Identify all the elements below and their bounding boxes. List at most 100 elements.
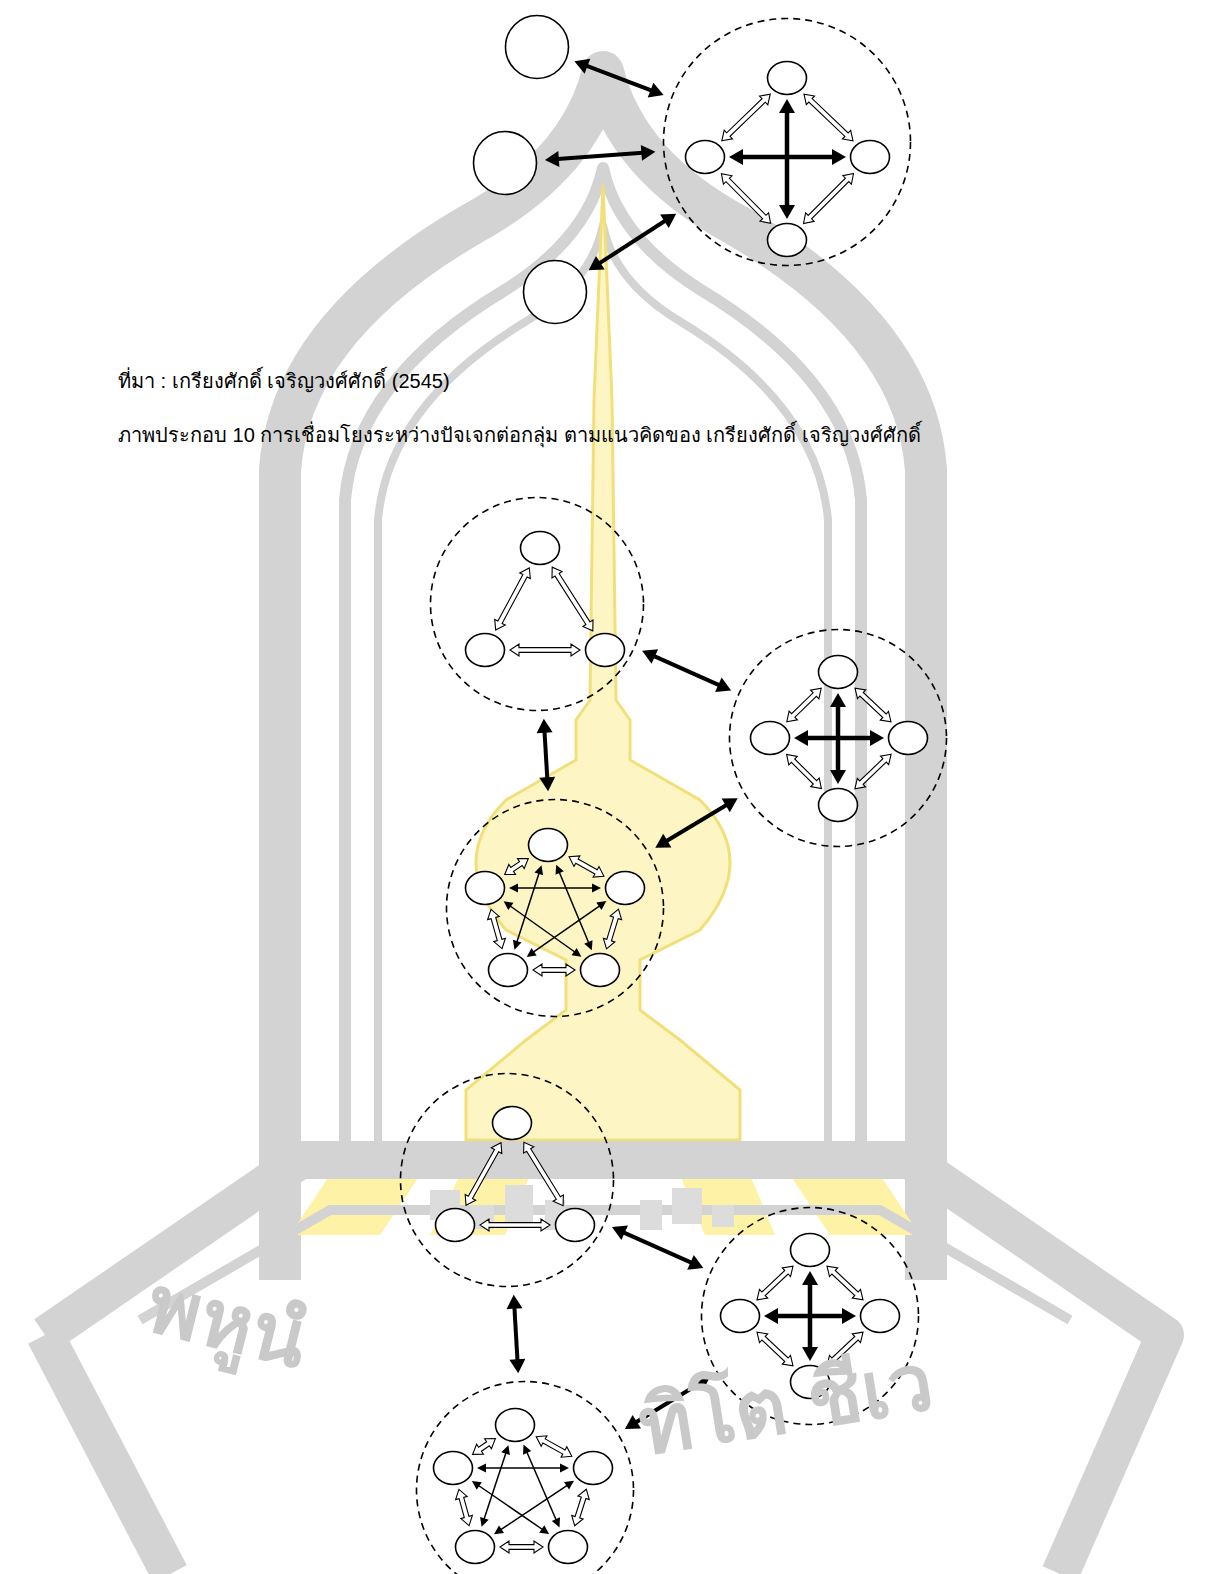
circle-outline <box>454 1529 496 1565</box>
person-circle <box>584 632 626 668</box>
person-circle <box>522 259 588 325</box>
person-shape <box>851 141 890 174</box>
person-circle <box>817 787 859 823</box>
circle-outline <box>547 1529 589 1565</box>
group-boundary <box>431 498 644 711</box>
link-arrow <box>655 798 737 848</box>
circle-outline <box>432 1450 474 1486</box>
person-circle <box>766 60 808 96</box>
person-shape <box>524 261 587 324</box>
person-circle <box>789 1232 831 1268</box>
circle-outline <box>554 1207 596 1243</box>
link-arrow <box>477 1464 569 1473</box>
link-arrow <box>574 59 663 98</box>
circle-outline <box>519 530 561 566</box>
hollow-arrow <box>787 754 822 788</box>
link-arrow <box>523 1445 560 1528</box>
person-shape <box>506 16 569 79</box>
person-circle <box>491 1105 533 1141</box>
person-circle <box>487 952 529 988</box>
circle-outline <box>817 787 859 823</box>
link-arrow <box>612 1226 703 1270</box>
group-circle <box>399 1072 615 1288</box>
link-arrow <box>494 1481 574 1535</box>
circle-outline <box>766 60 808 96</box>
person-shape <box>791 1234 830 1267</box>
person-circle <box>817 654 859 690</box>
person-shape <box>686 141 725 174</box>
circle-outline <box>766 222 808 258</box>
link-arrow <box>764 1308 856 1324</box>
hollow-arrow <box>855 688 891 722</box>
person-circle <box>464 870 506 906</box>
person-circle <box>572 1450 614 1486</box>
circle-outline <box>464 870 506 906</box>
hollow-arrow <box>524 1142 564 1205</box>
hollow-arrow <box>480 1219 550 1231</box>
group-boundary <box>447 800 664 1017</box>
source-note: ที่มา : เกรียงศักดิ์ เจริญวงศ์ศักดิ์ (25… <box>118 368 450 394</box>
person-circle <box>504 14 570 80</box>
circle-outline <box>859 1298 901 1334</box>
link-arrow <box>527 901 607 957</box>
person-shape <box>581 954 620 987</box>
person-circle <box>604 870 646 906</box>
group-circle <box>662 17 912 267</box>
group-boundary <box>730 630 947 847</box>
figure-caption: ภาพประกอบ 10 การเชื่อมโยงระหว่างปัจเจกต่… <box>118 422 921 448</box>
person-circle <box>472 130 538 196</box>
person-shape <box>556 1209 595 1242</box>
hollow-arrow <box>572 1489 590 1526</box>
circle-outline <box>434 1207 476 1243</box>
person-circle <box>554 1207 596 1243</box>
hollow-arrow <box>722 94 770 141</box>
person-circle <box>719 1298 761 1334</box>
person-shape <box>521 532 560 565</box>
hollow-arrow <box>505 859 529 875</box>
person-shape <box>436 1209 475 1242</box>
link-arrow <box>480 1445 510 1527</box>
link-arrow <box>556 865 593 951</box>
circle-outline <box>527 827 569 863</box>
link-arrow <box>472 1481 549 1534</box>
hollow-arrow <box>569 856 604 877</box>
link-arrow <box>642 649 731 692</box>
hollow-arrow <box>536 1436 572 1457</box>
person-shape <box>474 132 537 195</box>
circle-outline <box>887 720 929 756</box>
hollow-arrow <box>456 1489 473 1525</box>
circle-outline <box>579 952 621 988</box>
hollow-arrow <box>804 174 854 224</box>
person-shape <box>889 722 928 755</box>
person-circle <box>859 1298 901 1334</box>
hollow-arrow <box>488 909 506 948</box>
hollow-arrow <box>500 1541 543 1553</box>
person-circle <box>547 1529 589 1565</box>
group-circle <box>429 496 645 712</box>
person-shape <box>768 62 807 95</box>
link-arrow <box>513 865 543 950</box>
person-shape <box>574 1452 613 1485</box>
circle-outline <box>604 870 646 906</box>
link-arrow <box>589 214 677 271</box>
link-arrow <box>509 884 601 893</box>
person-circle <box>494 1407 536 1443</box>
person-shape <box>493 1107 532 1140</box>
person-circle <box>887 720 929 756</box>
circle-outline <box>522 259 588 325</box>
hollow-arrow <box>552 567 593 631</box>
group-boundary <box>417 1382 634 1574</box>
circle-outline <box>817 654 859 690</box>
circle-outline <box>749 720 791 756</box>
circle-outline <box>494 1407 536 1443</box>
link-arrow <box>729 149 846 165</box>
group-boundary <box>401 1074 614 1287</box>
person-circle <box>464 632 506 668</box>
circle-outline <box>849 139 891 175</box>
circle-outline <box>504 14 570 80</box>
person-shape <box>496 1409 535 1442</box>
person-circle <box>527 827 569 863</box>
link-arrow <box>504 901 582 956</box>
hollow-arrow <box>465 1143 502 1206</box>
